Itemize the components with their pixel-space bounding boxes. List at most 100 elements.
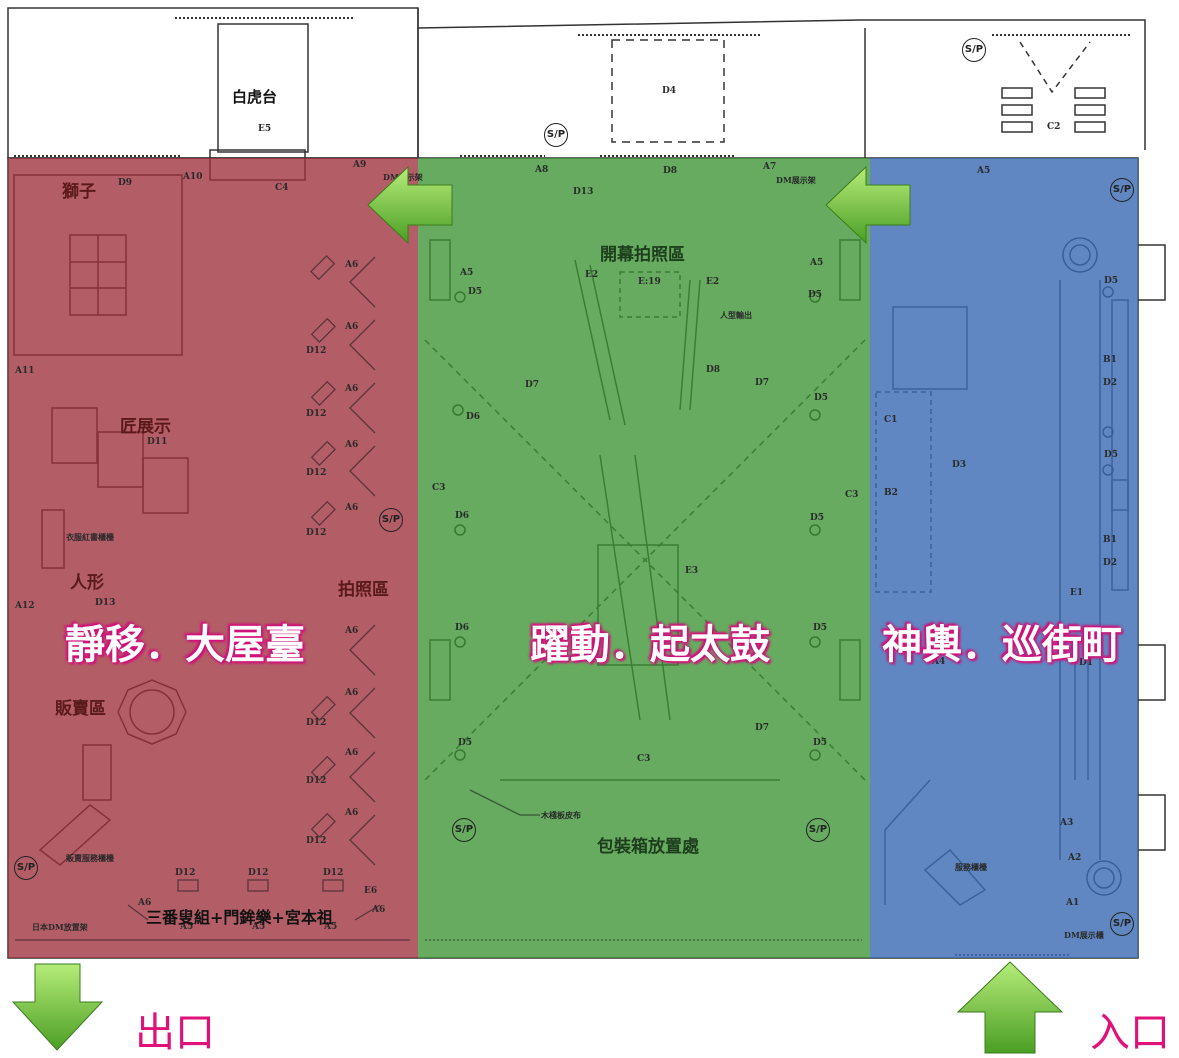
e6-label: E6 (364, 886, 378, 896)
costume-counter-label: 衣服紅書櫃檯 (66, 532, 114, 542)
a6-label-2: A6 (345, 322, 359, 332)
d5-middle-label-6: D5 (458, 738, 473, 748)
d1-label: D1 (1079, 658, 1094, 668)
d9-label: D9 (118, 178, 133, 188)
e19-label: E:19 (638, 277, 661, 287)
c4-label: C4 (275, 183, 289, 193)
photo-area-left-label: 拍照區 (338, 580, 389, 600)
entrance-label: 入口 (1090, 1010, 1170, 1056)
b1-label-2: B1 (1103, 535, 1117, 545)
craft-exhibit-label: 匠展示 (120, 417, 171, 437)
d13-left-label: D13 (95, 598, 116, 608)
entrance-arrow-icon (956, 961, 1064, 1054)
exit-label: 出口 (135, 1010, 215, 1056)
a4-label: A4 (932, 657, 946, 667)
zone-left-overlay (8, 158, 418, 958)
human-output-label: 人型輸出 (720, 310, 752, 320)
a10-label: A10 (183, 172, 203, 182)
c3-label-1: C3 (432, 483, 446, 493)
a6-label-7: A6 (345, 688, 359, 698)
d2-label-2: D2 (1103, 558, 1118, 568)
a5-middle-label-2: A5 (810, 258, 824, 268)
doll-label: 人形 (70, 573, 104, 593)
a5-top-label: A5 (977, 166, 991, 176)
d5-middle-label-7: D5 (813, 738, 828, 748)
dm-rack-right-label: DM展示櫃 (1064, 930, 1104, 940)
box-storage-label: 包裝箱放置處 (597, 837, 699, 857)
a5-left-label-2: A5 (252, 922, 266, 932)
d12-label-7: D12 (306, 836, 327, 846)
d5-right-label-2: D5 (1104, 450, 1119, 460)
sp-symbol-left-bottom: S/P (14, 856, 38, 880)
d12-label-1: D12 (306, 346, 327, 356)
d6-label-2: D6 (455, 511, 470, 521)
sp-symbol-right-bottom: S/P (1110, 912, 1134, 936)
d6-label-1: D6 (466, 412, 481, 422)
c3-label-3: C3 (637, 754, 651, 764)
opening-photo-zone-label: 開幕拍照區 (600, 245, 685, 265)
c3-label-2: C3 (845, 490, 859, 500)
shop-counter-label: 販賣服務櫃檯 (66, 853, 114, 863)
d12-label-4: D12 (306, 528, 327, 538)
sp-symbol-middle-right: S/P (806, 818, 830, 842)
sp-symbol-middle-left: S/P (452, 818, 476, 842)
sp-symbol-left-photo: S/P (379, 508, 403, 532)
c2-label: C2 (1047, 122, 1061, 132)
service-counter-label: 服務櫃檯 (955, 862, 987, 872)
sp-symbol-top-middle: S/P (544, 123, 568, 147)
a2-label: A2 (1068, 853, 1082, 863)
shop-area-label: 販賣區 (55, 699, 106, 719)
white-tiger-stage-label: 白虎台 (232, 88, 278, 106)
d12-label-8: D12 (175, 868, 196, 878)
zone-left-title: 靜移．大屋臺 (65, 622, 305, 668)
bottom-exhibit-title: 三番叟組+門鉾樂+宮本祖 (146, 908, 333, 927)
sp-symbol-top-right: S/P (962, 38, 986, 62)
d5-middle-label-4: D5 (810, 513, 825, 523)
a5-left-label-3: A5 (324, 922, 338, 932)
a6-label-1: A6 (345, 260, 359, 270)
d5-right-label-1: D5 (1104, 276, 1119, 286)
e3-label: E3 (685, 566, 699, 576)
a5-left-label-1: A5 (180, 922, 194, 932)
zone-right-overlay (870, 158, 1138, 958)
d11-label: D11 (147, 437, 168, 447)
e2-label-1: E2 (585, 270, 599, 280)
b2-label: B2 (884, 488, 898, 498)
a6-label-8: A6 (345, 748, 359, 758)
a5-middle-label-1: A5 (460, 268, 474, 278)
b1-label-1: B1 (1103, 355, 1117, 365)
d5-middle-label-3: D5 (814, 393, 829, 403)
a11-label: A11 (15, 366, 35, 376)
flow-arrow-top-left (367, 165, 453, 245)
d13-top-label: D13 (573, 187, 594, 197)
zone-middle-overlay (418, 158, 870, 958)
e1-label: E1 (1070, 588, 1084, 598)
e2-label-2: E2 (706, 277, 720, 287)
a6-label-11: A6 (372, 905, 386, 915)
d2-label-1: D2 (1103, 378, 1118, 388)
d12-label-9: D12 (248, 868, 269, 878)
d7-label-3: D7 (755, 723, 770, 733)
a1-label: A1 (1066, 898, 1080, 908)
dm-rack-top-right-label: DM展示架 (776, 175, 816, 185)
d12-label-5: D12 (306, 718, 327, 728)
a8-label: A8 (535, 165, 549, 175)
c1-label: C1 (884, 415, 898, 425)
sp-symbol-right-top: S/P (1110, 178, 1134, 202)
e5-label: E5 (258, 124, 272, 134)
d7-label-2: D7 (755, 378, 770, 388)
a9-label: A9 (353, 160, 367, 170)
d12-label-6: D12 (306, 776, 327, 786)
d12-label-2: D12 (306, 409, 327, 419)
a6-label-6: A6 (345, 626, 359, 636)
d3-label: D3 (952, 460, 967, 470)
dm-rack-left-label: 日本DM放置架 (32, 922, 88, 932)
a6-label-4: A6 (345, 440, 359, 450)
d4-label: D4 (662, 86, 677, 96)
zone-right-title: 神輿．巡街町 (882, 622, 1122, 668)
d12-label-10: D12 (323, 868, 344, 878)
lion-label: 獅子 (62, 182, 96, 202)
a6-label-3: A6 (345, 384, 359, 394)
d5-middle-label-2: D5 (808, 290, 823, 300)
